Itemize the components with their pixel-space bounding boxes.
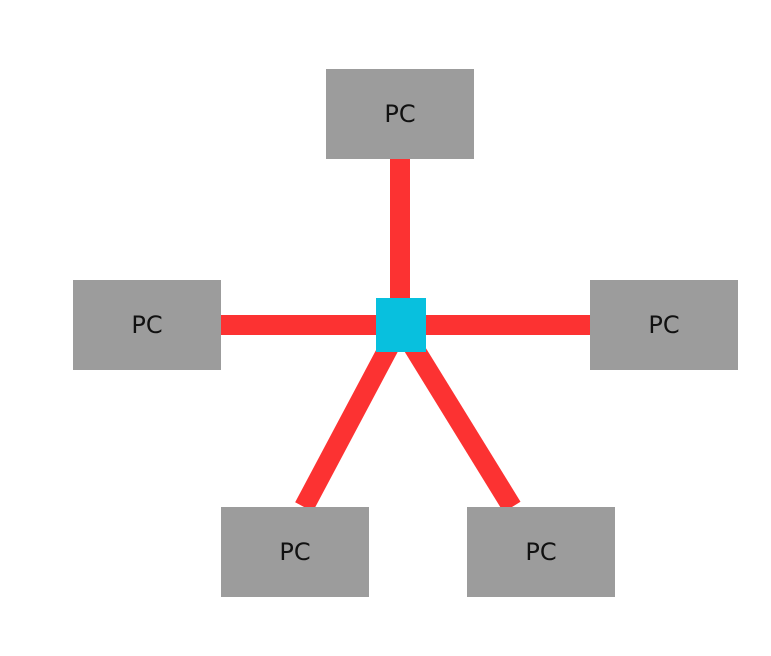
- pc-node-right: PC: [590, 280, 738, 370]
- pc-node-top: PC: [326, 69, 474, 159]
- link-bottom-left: [295, 325, 407, 512]
- pc-node-left: PC: [73, 280, 221, 370]
- pc-node-bottom-right: PC: [467, 507, 615, 597]
- pc-label: PC: [384, 100, 416, 128]
- pc-label: PC: [279, 538, 311, 566]
- pc-label: PC: [131, 311, 163, 339]
- pc-label: PC: [648, 311, 680, 339]
- pc-label: PC: [525, 538, 557, 566]
- link-bottom-right: [394, 324, 521, 513]
- hub-node: [376, 298, 426, 352]
- pc-node-bottom-left: PC: [221, 507, 369, 597]
